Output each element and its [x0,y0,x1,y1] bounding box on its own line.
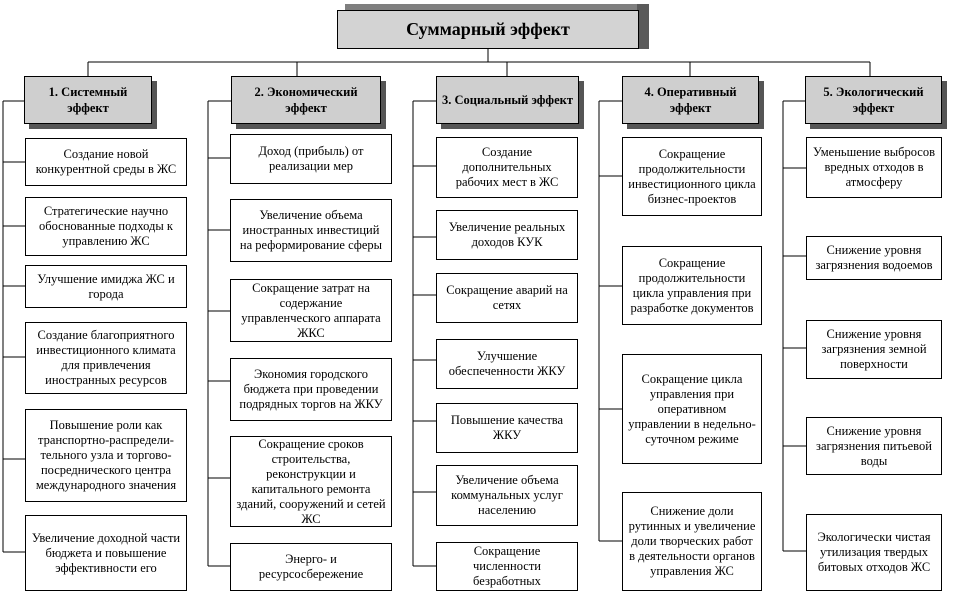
effect-item: Увеличение реальных доходов КУК [436,210,578,260]
category-ecological: 5. Экологический эффект [805,76,942,124]
effect-item: Повышение роли как транспортно-распредел… [25,409,187,502]
effect-item: Стратегические научно обоснованные подхо… [25,197,187,256]
effect-item: Энерго- и ресурсосбережение [230,543,392,591]
effect-item: Создание благоприятного инвестиционного … [25,322,187,394]
effect-item: Сокращение затрат на содержание управлен… [230,279,392,342]
effect-item: Доход (прибыль) от реализации мер [230,134,392,184]
category-social: 3. Социальный эффект [436,76,579,124]
effect-item: Создание дополнительных рабочих мест в Ж… [436,137,578,198]
category-operational: 4. Оперативный эффект [622,76,759,124]
effect-item: Уменьшение выбросов вредных отходов в ат… [806,137,942,198]
effect-item: Сокращение цикла управления при оператив… [622,354,762,464]
effect-item: Улучшение обеспеченности ЖКУ [436,339,578,389]
category-economic: 2. Экономический эффект [231,76,381,124]
effect-item: Сокращение аварий на сетях [436,273,578,323]
effect-item: Экономия городского бюджета при проведен… [230,358,392,421]
effect-item: Снижение доли рутинных и увеличение доли… [622,492,762,591]
effect-item: Сокращение продолжительности цикла управ… [622,246,762,325]
effect-item: Сокращение сроков строительства, реконст… [230,436,392,527]
box-side-decoration [637,4,649,49]
effect-item: Создание новой конкурентной среды в ЖС [25,138,187,186]
effect-item: Сокращение продолжительности инвестицион… [622,137,762,216]
effect-item: Снижение уровня загрязнения водоемов [806,236,942,280]
effect-item: Увеличение доходной части бюджета и повы… [25,515,187,591]
effect-item: Повышение качества ЖКУ [436,403,578,453]
effect-item: Увеличение объема иностранных инвестиций… [230,199,392,262]
summary-effect-box: Суммарный эффект [337,4,649,49]
category-systemic: 1. Системный эффект [24,76,152,124]
effect-item: Экологически чистая утилизация твердых б… [806,514,942,591]
diagram-title: Суммарный эффект [337,10,639,49]
effect-item: Снижение уровня загрязнения земной повер… [806,320,942,379]
effect-item: Увеличение объема коммунальных услуг нас… [436,465,578,526]
effect-item: Снижение уровня загрязнения питьевой вод… [806,417,942,475]
effect-item: Сокращение численности безработных [436,542,578,591]
effect-item: Улучшение имиджа ЖС и города [25,265,187,308]
